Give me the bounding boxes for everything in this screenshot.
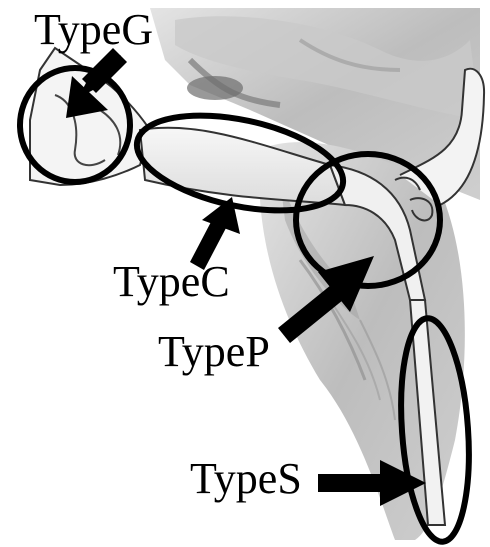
- dark-nodule: [187, 76, 243, 100]
- type-s-arrow-shaft: [318, 474, 385, 492]
- type-p-label: TypeP: [158, 330, 270, 374]
- type-c-label: TypeC: [113, 260, 230, 304]
- type-g-label: TypeG: [34, 8, 153, 52]
- tube-body: [140, 128, 345, 205]
- type-s-label: TypeS: [190, 457, 302, 501]
